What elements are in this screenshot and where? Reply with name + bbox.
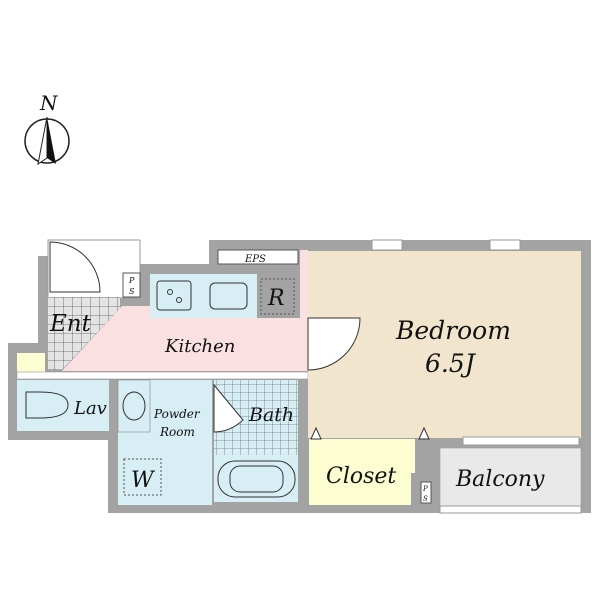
entrance-label: Ent bbox=[49, 311, 92, 337]
stove-icon bbox=[156, 280, 192, 311]
window-2 bbox=[489, 239, 521, 251]
shoe-storage bbox=[17, 353, 45, 372]
bathtub-icon bbox=[217, 460, 296, 498]
bedroom-floor bbox=[308, 251, 581, 438]
refrigerator-label: R bbox=[267, 286, 285, 311]
closet-door-markers[interactable] bbox=[310, 426, 430, 440]
balcony-window[interactable] bbox=[462, 436, 580, 446]
north-compass-icon: N bbox=[24, 91, 70, 166]
entrance-floor bbox=[48, 297, 120, 370]
eps-box bbox=[217, 249, 299, 265]
lavatory-label: Lav bbox=[73, 398, 107, 419]
ps-label-bottom: S bbox=[129, 287, 135, 296]
balcony-label: Balcony bbox=[455, 467, 545, 492]
compass-label: N bbox=[39, 91, 59, 115]
window-1 bbox=[371, 239, 403, 251]
powder-room-label-2: Room bbox=[159, 425, 195, 439]
washer-space bbox=[123, 458, 162, 496]
washer-label: W bbox=[131, 468, 156, 493]
kitchen-floor bbox=[62, 250, 308, 371]
sliding-doors bbox=[16, 371, 309, 380]
toilet-icon bbox=[25, 391, 69, 419]
bath-door[interactable] bbox=[213, 383, 244, 433]
sink-icon bbox=[209, 282, 248, 310]
ps-label-bottom: S bbox=[423, 495, 428, 503]
bedroom-label: Bedroom bbox=[395, 316, 511, 345]
balcony-floor bbox=[439, 447, 582, 507]
ps-label-top: P bbox=[422, 485, 428, 493]
eps-label: EPS bbox=[244, 254, 266, 265]
powder-room-label-1: Powder bbox=[153, 407, 201, 421]
ps-label-top: P bbox=[128, 276, 135, 285]
closet-label: Closet bbox=[326, 464, 396, 489]
closet-floor bbox=[309, 439, 415, 505]
entrance-door[interactable] bbox=[49, 241, 101, 293]
ps-box-closet bbox=[420, 481, 432, 504]
bedroom-door[interactable] bbox=[307, 317, 361, 371]
ps-box-kitchen bbox=[122, 272, 141, 298]
refrigerator-space bbox=[260, 278, 295, 315]
kitchen-label: Kitchen bbox=[164, 336, 235, 357]
bath-label: Bath bbox=[248, 404, 294, 426]
bedroom-size: 6.5J bbox=[425, 349, 477, 378]
washbasin-icon bbox=[122, 391, 146, 421]
